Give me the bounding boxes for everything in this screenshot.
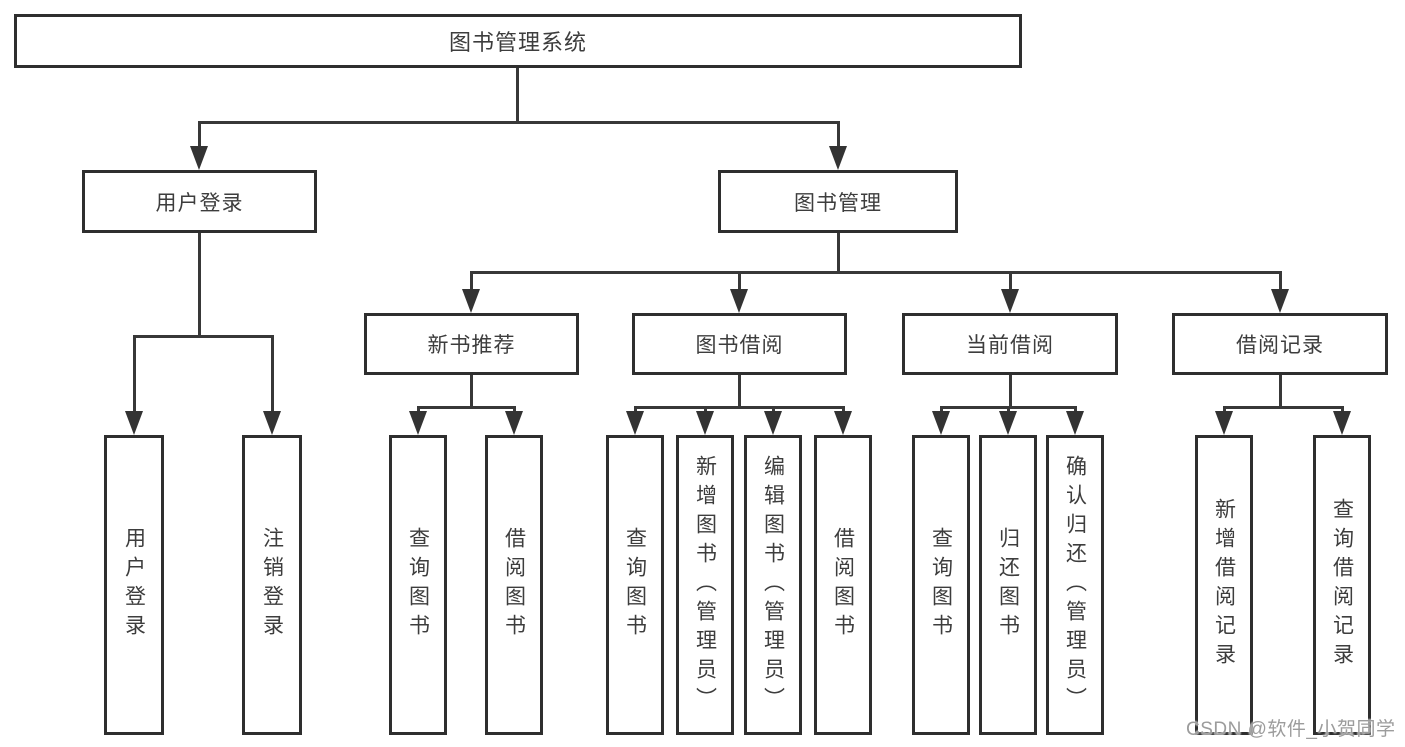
node-user-login: 用户登录: [82, 170, 317, 233]
node-leaf-query-books-current: 查询图书: [912, 435, 970, 735]
arrowhead: [462, 289, 480, 313]
node-current-borrowing: 当前借阅: [902, 313, 1118, 375]
connector-line: [1009, 271, 1012, 295]
connector-line: [738, 271, 741, 295]
node-label: 注销登录: [260, 527, 284, 643]
node-book-management: 图书管理: [718, 170, 958, 233]
connector-line: [417, 406, 516, 409]
connector-line: [198, 121, 201, 152]
node-label: 新增图书（管理员）: [693, 454, 717, 716]
node-label: 当前借阅: [966, 334, 1054, 357]
arrowhead: [730, 289, 748, 313]
connector-line: [1009, 375, 1012, 409]
connector-line: [417, 406, 420, 414]
node-label: 编辑图书（管理员）: [761, 454, 785, 716]
connector-line: [1007, 406, 1010, 414]
connector-line: [704, 406, 707, 414]
node-label: 查询图书: [406, 527, 430, 643]
arrowhead: [1001, 289, 1019, 313]
connector-line: [470, 375, 473, 409]
node-leaf-borrow-books-recommend: 借阅图书: [485, 435, 543, 735]
arrowhead: [764, 411, 782, 435]
connector-line: [470, 271, 473, 295]
node-label: 查询借阅记录: [1330, 498, 1354, 672]
node-leaf-query-borrow-record: 查询借阅记录: [1313, 435, 1371, 735]
arrowhead: [999, 411, 1017, 435]
connector-line: [1341, 406, 1344, 414]
connector-line: [133, 335, 136, 413]
node-label: 图书管理系统: [448, 30, 587, 55]
connector-line: [1223, 406, 1226, 414]
arrowhead: [1215, 411, 1233, 435]
arrowhead: [1333, 411, 1351, 435]
node-label: 图书借阅: [695, 334, 784, 357]
connector-line: [634, 406, 845, 409]
node-label: 借阅图书: [831, 527, 855, 643]
node-label: 图书管理: [794, 191, 882, 215]
node-leaf-logout: 注销登录: [242, 435, 302, 735]
arrowhead: [1066, 411, 1084, 435]
connector-line: [1074, 406, 1077, 414]
arrowhead: [834, 411, 852, 435]
node-borrowing-records: 借阅记录: [1172, 313, 1388, 375]
arrowhead: [125, 411, 143, 435]
arrowhead: [505, 411, 523, 435]
arrowhead: [409, 411, 427, 435]
node-label: 新增借阅记录: [1212, 498, 1236, 672]
arrowhead: [829, 146, 847, 170]
connector-line: [133, 335, 274, 338]
connector-line: [516, 68, 519, 124]
node-label: 用户登录: [155, 191, 244, 215]
connector-line: [271, 335, 274, 413]
node-label: 归还图书: [996, 527, 1020, 643]
node-leaf-edit-book-admin: 编辑图书（管理员）: [744, 435, 802, 735]
arrowhead: [932, 411, 950, 435]
arrowhead: [263, 411, 281, 435]
connector-line: [842, 406, 845, 414]
connector-line: [198, 233, 201, 338]
node-label: 查询图书: [929, 527, 953, 643]
arrowhead: [1271, 289, 1289, 313]
connector-line: [940, 406, 943, 414]
connector-line: [198, 121, 840, 124]
node-leaf-add-borrow-record: 新增借阅记录: [1195, 435, 1253, 735]
node-book-borrowing: 图书借阅: [632, 313, 847, 375]
node-label: 用户登录: [122, 527, 146, 643]
connector-line: [634, 406, 637, 414]
connector-line: [1223, 406, 1344, 409]
node-library-management-system: 图书管理系统: [14, 14, 1022, 68]
node-leaf-borrow-books: 借阅图书: [814, 435, 872, 735]
connector-line: [470, 271, 1282, 274]
connector-line: [513, 406, 516, 414]
connector-line: [772, 406, 775, 414]
node-new-book-recommendation: 新书推荐: [364, 313, 579, 375]
node-leaf-add-book-admin: 新增图书（管理员）: [676, 435, 734, 735]
node-leaf-query-books-borrow: 查询图书: [606, 435, 664, 735]
node-leaf-return-book: 归还图书: [979, 435, 1037, 735]
connector-line: [837, 233, 840, 274]
csdn-watermark: CSDN @软件_小贺同学: [1186, 719, 1396, 740]
arrowhead: [190, 146, 208, 170]
node-label: 确认归还（管理员）: [1063, 454, 1087, 716]
node-label: 查询图书: [623, 527, 647, 643]
node-label: 借阅图书: [502, 527, 526, 643]
connector-line: [1279, 375, 1282, 409]
connector-line: [738, 375, 741, 409]
arrowhead: [626, 411, 644, 435]
node-leaf-user-login: 用户登录: [104, 435, 164, 735]
node-leaf-query-books-recommend: 查询图书: [389, 435, 447, 735]
arrowhead: [696, 411, 714, 435]
node-leaf-confirm-return-admin: 确认归还（管理员）: [1046, 435, 1104, 735]
connector-line: [1279, 271, 1282, 295]
node-label: 新书推荐: [427, 334, 516, 357]
node-label: 借阅记录: [1236, 334, 1324, 357]
connector-line: [837, 121, 840, 152]
